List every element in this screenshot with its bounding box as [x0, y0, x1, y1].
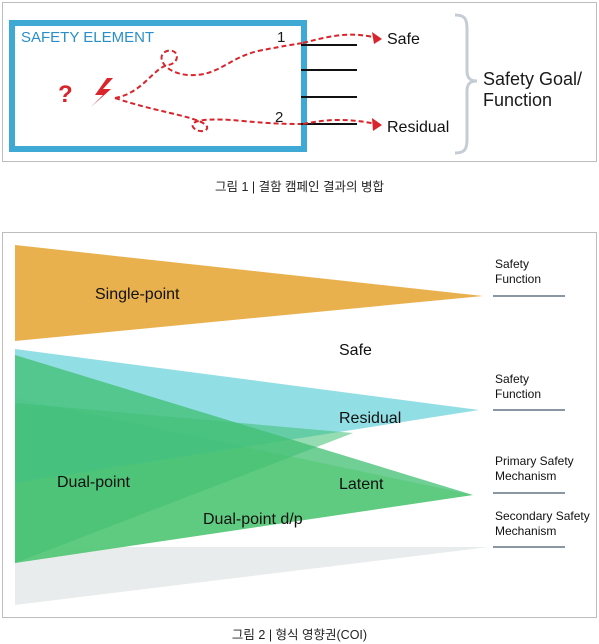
lightning-icon — [91, 78, 113, 107]
path-number-1: 1 — [277, 29, 286, 46]
figure-1-caption: 그림 1 | 결함 캠페인 결과의 병합 — [214, 180, 385, 194]
target-4-label: Secondary Safety Mechanism — [495, 509, 590, 539]
dual-point-dp-wedge — [15, 547, 489, 605]
dual-point-inner-wedge — [15, 403, 353, 563]
safe-label: Safe — [339, 342, 372, 359]
figure-2-caption: 그림 2 | 형식 영향권(COI) — [231, 628, 368, 642]
goal-bracket — [454, 13, 478, 155]
target-2-line-1: Safety — [495, 372, 530, 386]
outcome-safe-label: Safe — [387, 31, 420, 48]
figure-1-panel: SAFETY ELEMENT ? 1 2 Safe Residual Safet… — [2, 2, 597, 162]
dual-point-dp-label: Dual-point d/p — [203, 511, 303, 528]
fault-path-2 — [114, 97, 304, 133]
target-2-line-2: Function — [495, 387, 542, 401]
figure-1-diagram — [9, 13, 478, 155]
arrow-head-residual — [372, 118, 382, 131]
target-1-line-1: Safety — [495, 257, 530, 271]
safety-element-frame — [9, 20, 307, 152]
single-point-wedge — [15, 245, 483, 341]
single-point-label: Single-point — [95, 286, 180, 303]
arrow-residual — [302, 118, 382, 126]
arrow-safe — [302, 33, 382, 44]
latent-label: Latent — [339, 476, 384, 493]
outcome-residual-label: Residual — [387, 119, 450, 136]
residual-label: Residual — [339, 410, 402, 427]
safety-goal-line-1: Safety Goal/ — [483, 69, 583, 89]
target-3-label: Primary Safety Mechanism — [495, 454, 574, 484]
question-mark: ? — [58, 81, 73, 108]
arrow-head-safe — [372, 32, 382, 44]
target-1-line-2: Function — [495, 272, 542, 286]
figure-2-panel: Single-point Safe Residual Dual-point La… — [2, 232, 597, 618]
dual-point-label: Dual-point — [57, 474, 130, 491]
figure-2-diagram — [15, 245, 565, 605]
target-4-line-2: Mechanism — [495, 524, 557, 538]
safety-element-label: SAFETY ELEMENT — [21, 29, 155, 46]
safety-goal-label: Safety Goal/ Function — [483, 69, 582, 111]
target-1-label: Safety Function — [495, 257, 541, 287]
safety-goal-line-2: Function — [483, 90, 553, 110]
target-3-line-2: Mechanism — [495, 469, 557, 483]
fault-path-1 — [114, 42, 304, 99]
target-3-line-1: Primary Safety — [495, 454, 574, 468]
target-2-label: Safety Function — [495, 372, 541, 402]
target-4-line-1: Secondary Safety — [495, 509, 590, 523]
path-number-2: 2 — [275, 109, 284, 126]
